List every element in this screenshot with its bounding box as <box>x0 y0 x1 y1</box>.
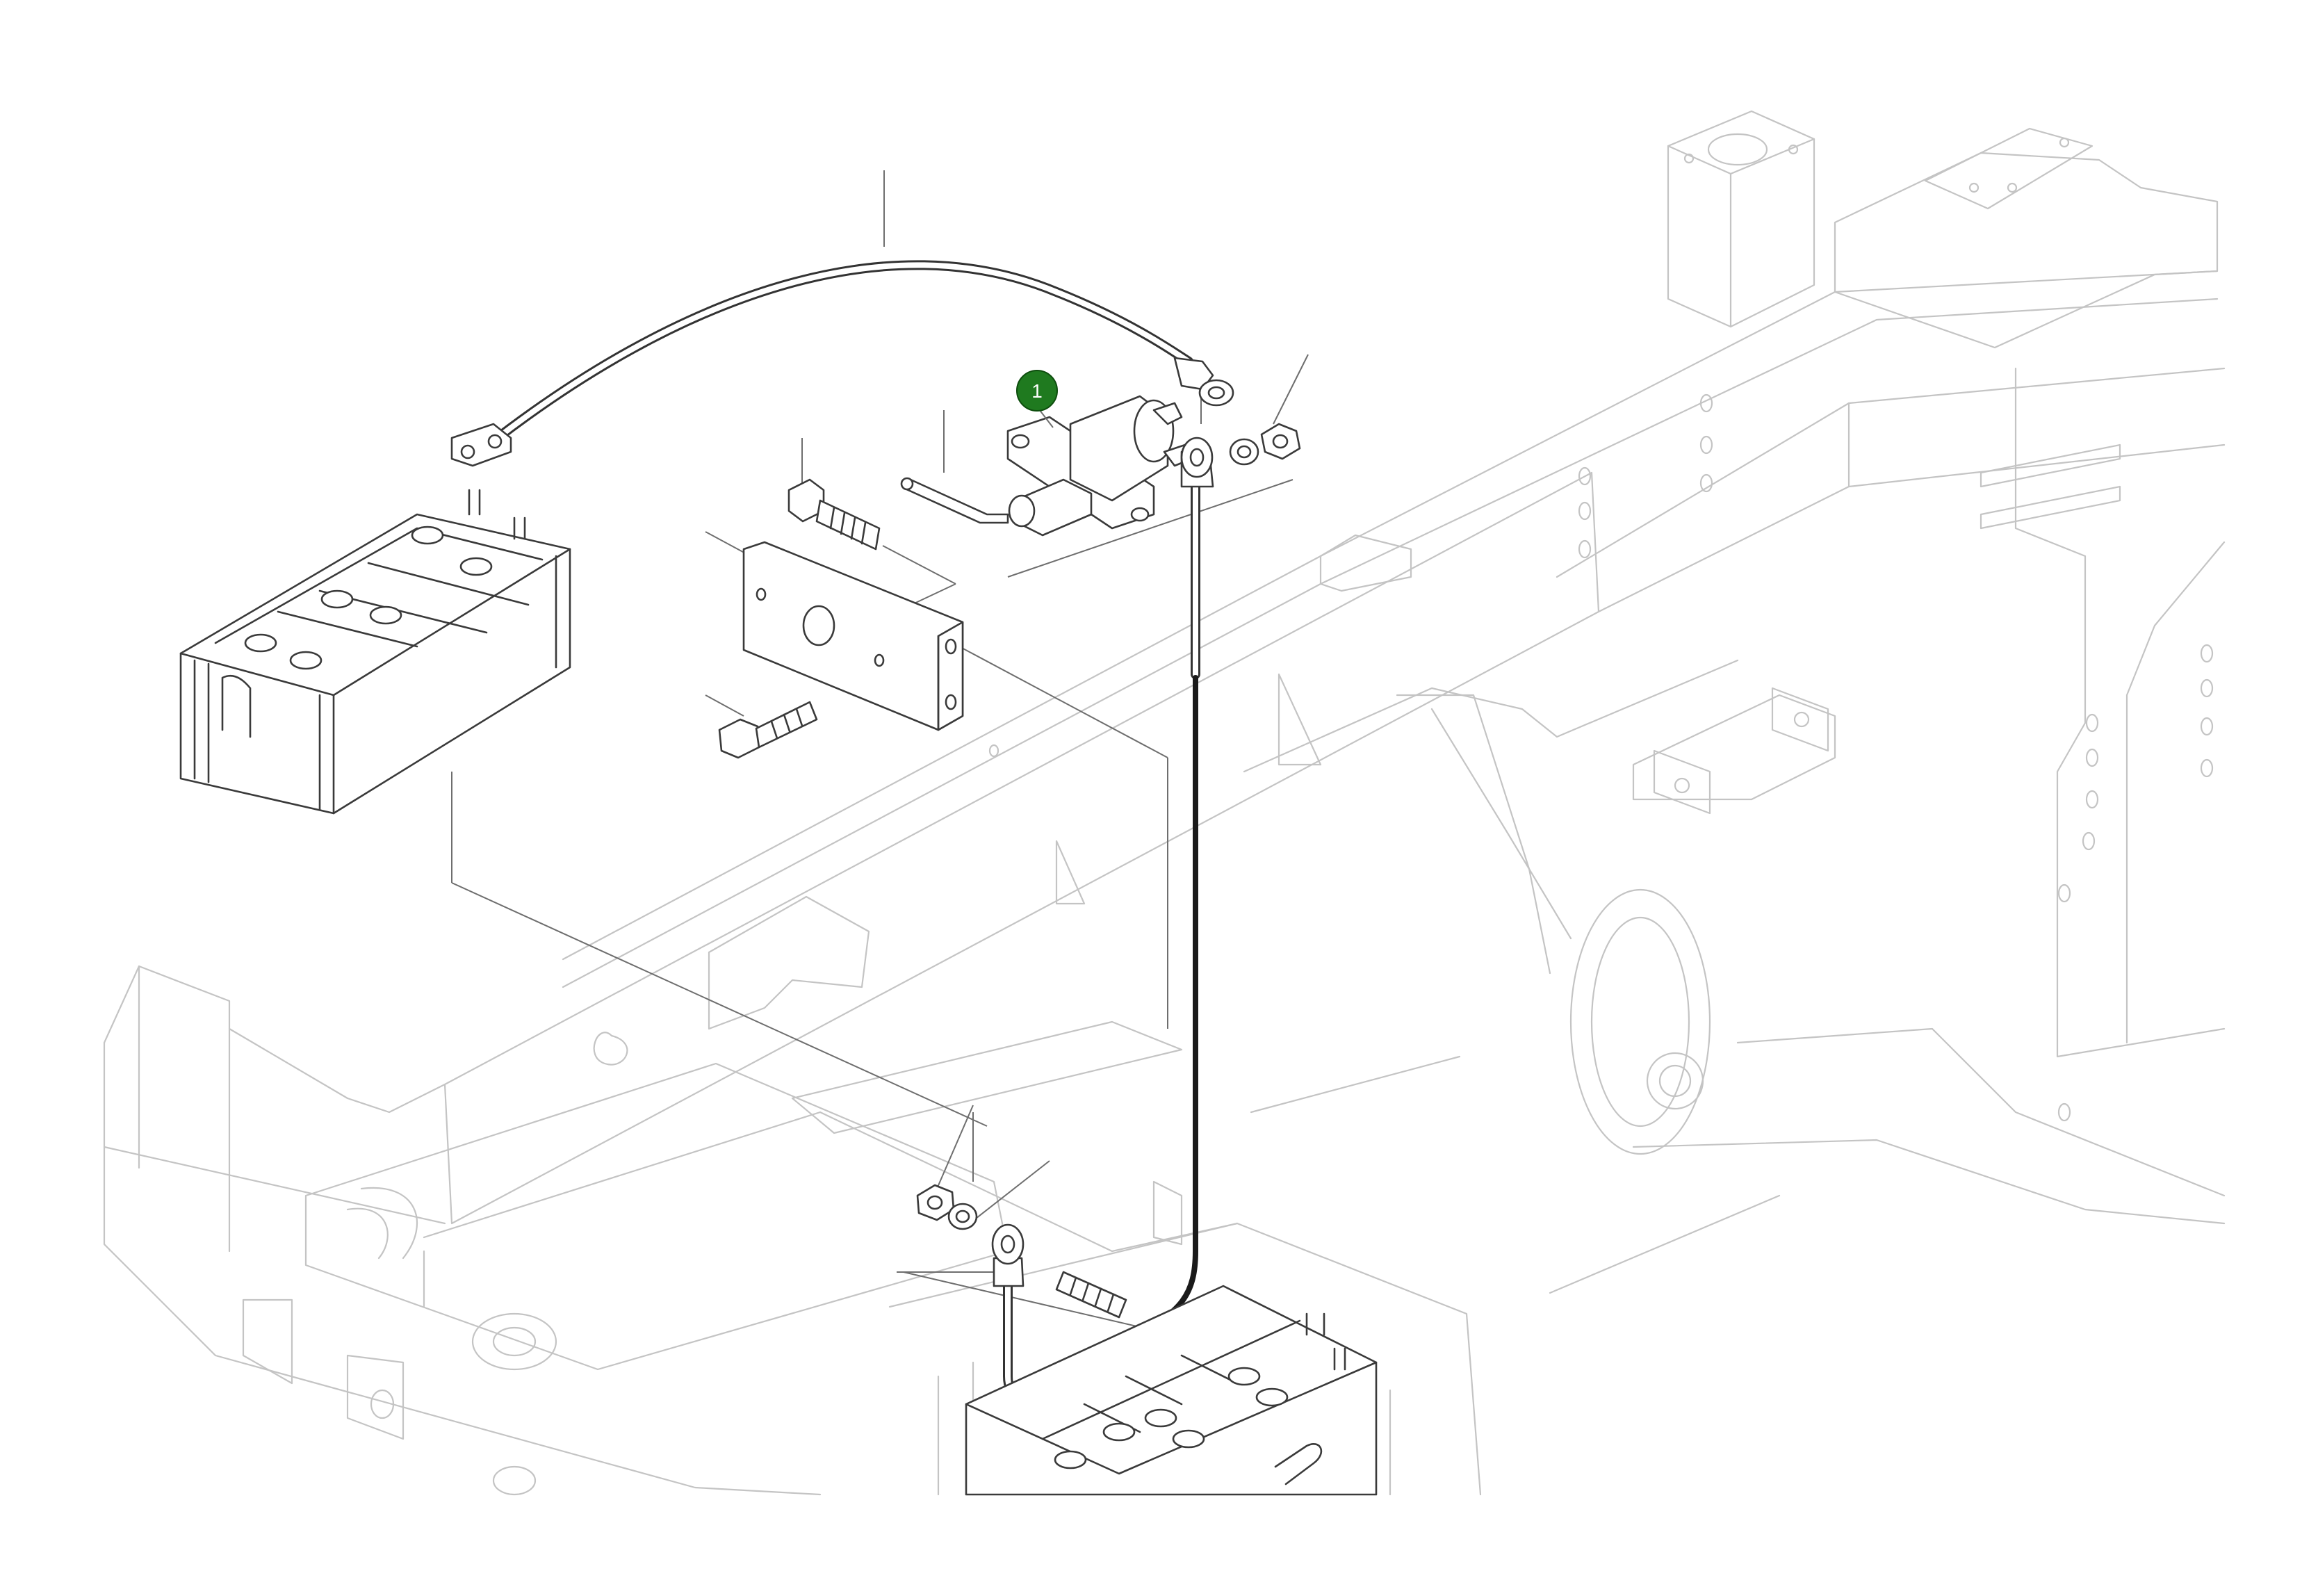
callout-1[interactable]: 1 <box>1016 370 1058 428</box>
battery-upper-left <box>179 489 571 815</box>
bolt-upper <box>787 478 881 551</box>
nut-lower <box>916 1184 955 1221</box>
callout-1-label: 1 <box>1031 380 1043 402</box>
bolt-lower <box>718 701 818 759</box>
callout-1-badge <box>1016 370 1058 412</box>
stud-bolt <box>1055 1271 1127 1319</box>
washer-upper <box>1229 438 1259 466</box>
mounting-bracket <box>742 541 964 731</box>
battery-disconnect-solenoid <box>900 395 1193 537</box>
battery-lower-right <box>965 1285 1378 1496</box>
nut-upper <box>1260 423 1301 460</box>
battery-cable-vertical <box>1130 437 1214 1337</box>
vehicle-chassis-background <box>103 110 2226 1496</box>
washer-lower <box>947 1203 978 1230</box>
leader-lines <box>451 170 1309 1342</box>
battery-cable-upper <box>450 260 1234 467</box>
